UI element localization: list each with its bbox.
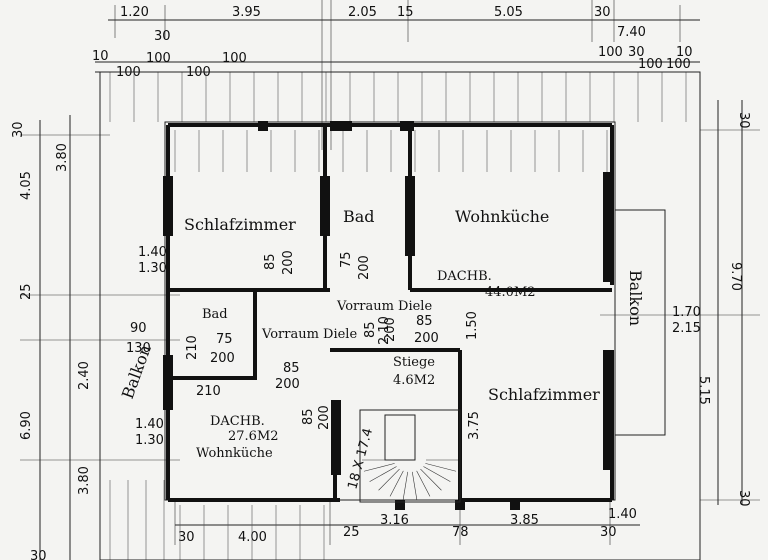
bottom-dim-6: 3.85 bbox=[510, 513, 539, 528]
room-schlafzimmer-right: Schlafzimmer bbox=[488, 385, 600, 404]
room-wohnkueche-left: Wohnküche bbox=[196, 446, 273, 461]
door-label-3: 75 bbox=[339, 251, 354, 268]
left-dim-7: 3.80 bbox=[77, 466, 92, 495]
staircase bbox=[359, 409, 461, 503]
door-label-4: 75 bbox=[216, 332, 233, 347]
top-dim-3: 2.05 bbox=[348, 5, 377, 20]
stair-tread bbox=[423, 466, 451, 482]
right-dim-5: 2.15 bbox=[672, 321, 701, 336]
stair-tread bbox=[416, 470, 431, 497]
stair-tread bbox=[402, 471, 409, 500]
door-label-16: 18 X 17.4 bbox=[345, 427, 376, 491]
door-label-15: 3.75 bbox=[467, 411, 482, 440]
stair-tread bbox=[425, 463, 457, 472]
bottom-dim-5: 78 bbox=[452, 525, 469, 540]
room-dachb-left-area: 27.6M2 bbox=[228, 429, 279, 444]
door-label-5b: 200 bbox=[275, 377, 300, 392]
row2-dim-1: 10 bbox=[92, 49, 109, 64]
stair-tread bbox=[420, 468, 442, 491]
door-label-13: 2.10 bbox=[377, 316, 392, 345]
door-label-6: 85 bbox=[363, 321, 378, 338]
top-dim-6: 30 bbox=[594, 5, 611, 20]
row2-dim-3: 100 bbox=[146, 51, 171, 66]
row2-dim-6: 100 bbox=[598, 45, 623, 60]
door-label-2: 85 bbox=[263, 253, 278, 270]
top-dim-7: 7.40 bbox=[617, 25, 646, 40]
room-vorraum-diele-left: Vorraum Diele bbox=[261, 327, 357, 342]
stair-tread bbox=[378, 468, 400, 491]
top-dim-1: 1.20 bbox=[120, 5, 149, 20]
room-bad-small: Bad bbox=[202, 307, 228, 322]
room-stiege-area: 4.6M2 bbox=[393, 373, 435, 388]
bottom-dim-3: 25 bbox=[343, 525, 360, 540]
top-dim-8: 30 bbox=[154, 29, 171, 44]
bottom-dim-8: 30 bbox=[600, 525, 617, 540]
room-dachb-right: DACHB. bbox=[437, 269, 492, 284]
door-label-3b: 200 bbox=[357, 255, 372, 280]
door-label-12: 1.40 bbox=[135, 417, 164, 432]
roof-hatching bbox=[109, 72, 687, 560]
door-label-4b: 200 bbox=[210, 351, 235, 366]
bottom-dim-1: 30 bbox=[178, 530, 195, 545]
door-label-9: 90 bbox=[130, 321, 147, 336]
stair-tread bbox=[411, 471, 418, 500]
right-dim-1: 30 bbox=[736, 112, 751, 129]
door-label-12b: 1.30 bbox=[135, 433, 164, 448]
right-dim-4: 1.70 bbox=[672, 305, 701, 320]
right-dim-6: 30 bbox=[736, 490, 751, 507]
left-dim-8: 30 bbox=[30, 549, 47, 560]
room-dachb-left: DACHB. bbox=[210, 414, 265, 429]
stair-tread bbox=[363, 463, 395, 472]
left-dim-5: 2.40 bbox=[77, 361, 92, 390]
bottom-dim-7: 1.40 bbox=[608, 507, 637, 522]
room-balkon-right: Balkon bbox=[626, 270, 645, 326]
row2-dim-7: 100 bbox=[638, 57, 663, 72]
door-label-5: 85 bbox=[283, 361, 300, 376]
right-dim-2: 9.70 bbox=[728, 262, 743, 291]
left-dim-3: 4.05 bbox=[19, 171, 34, 200]
door-label-6b: 200 bbox=[383, 317, 398, 342]
walls bbox=[99, 71, 701, 560]
door-label-1b: 1.30 bbox=[138, 261, 167, 276]
room-bad-top: Bad bbox=[343, 207, 375, 226]
stair-tread bbox=[389, 470, 404, 497]
door-label-8b: 200 bbox=[317, 405, 332, 430]
row2-dim-5: 100 bbox=[222, 51, 247, 66]
top-dim-5: 5.05 bbox=[494, 5, 523, 20]
door-label-7: 85 bbox=[416, 314, 433, 329]
door-label-11: 210 bbox=[196, 384, 221, 399]
door-label-9b: 130 bbox=[126, 341, 151, 356]
side-dimension-lines bbox=[20, 72, 760, 560]
door-label-1: 1.40 bbox=[138, 245, 167, 260]
door-label-14: 1.50 bbox=[465, 311, 480, 340]
row2-dim-9: 100 bbox=[666, 57, 691, 72]
bottom-dim-4: 3.16 bbox=[380, 513, 409, 528]
room-vorraum-diele-center: Vorraum Diele bbox=[336, 299, 432, 314]
left-dim-6: 6.90 bbox=[19, 411, 34, 440]
room-wohnkueche-top: Wohnküche bbox=[455, 207, 549, 226]
room-schlafzimmer-top: Schlafzimmer bbox=[184, 215, 296, 234]
left-dim-4: 25 bbox=[19, 283, 34, 300]
row2-dim-8: 30 bbox=[628, 45, 645, 60]
room-dachb-right-area: 44.0M2 bbox=[485, 285, 536, 300]
door-label-2b: 200 bbox=[281, 250, 296, 275]
top-dim-4: 15 bbox=[397, 5, 414, 20]
door-label-8: 85 bbox=[301, 408, 316, 425]
row2-dim-10: 10 bbox=[676, 45, 693, 60]
left-dim-2: 3.80 bbox=[55, 143, 70, 172]
left-dim-1: 30 bbox=[11, 121, 26, 138]
stair-tread bbox=[369, 466, 397, 482]
bottom-dim-2: 4.00 bbox=[238, 530, 267, 545]
right-dim-3: 5.15 bbox=[696, 376, 711, 405]
top-dim-2: 3.95 bbox=[232, 5, 261, 20]
door-label-7b: 200 bbox=[414, 331, 439, 346]
door-label-10: 210 bbox=[185, 335, 200, 360]
room-stiege: Stiege bbox=[393, 355, 435, 370]
